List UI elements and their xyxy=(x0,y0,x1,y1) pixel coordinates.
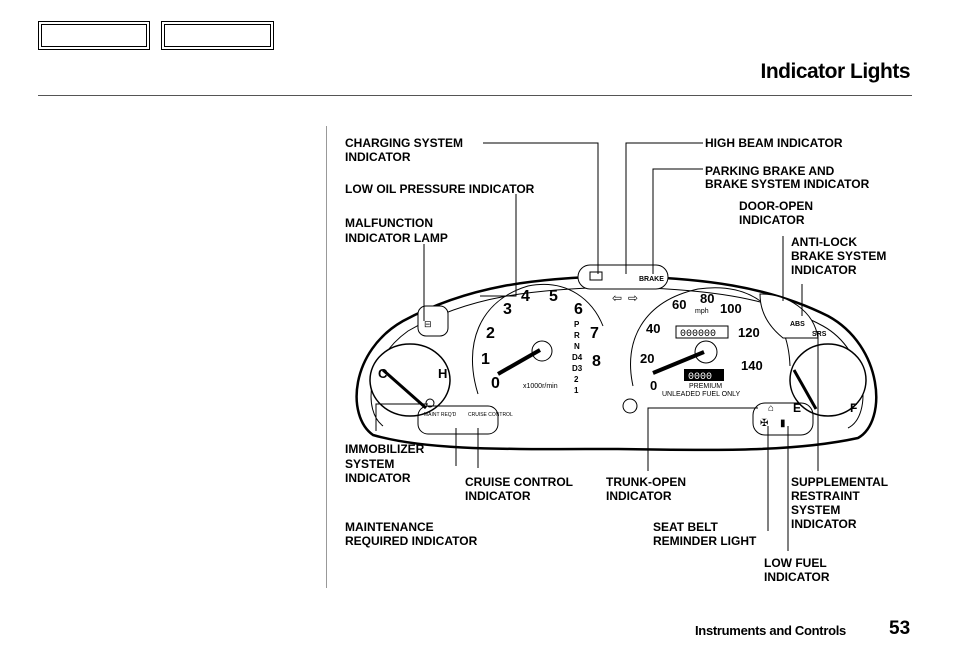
callout-maint-line2: REQUIRED INDICATOR xyxy=(345,534,478,548)
fuel-pump-icon: ▮ xyxy=(780,418,786,429)
cruise-icon-label: CRUISE CONTROL xyxy=(468,412,513,418)
callout-srs-line1: SUPPLEMENTAL xyxy=(791,475,888,489)
temperature-gauge: C H xyxy=(369,343,451,417)
srs-icon-label: SRS xyxy=(812,331,827,338)
speed-20: 20 xyxy=(640,351,654,366)
column-divider xyxy=(326,126,327,588)
tach-7: 7 xyxy=(590,325,599,342)
tachometer: 0 1 2 3 4 5 6 7 8 x1000r/min xyxy=(471,284,604,395)
callout-abs-line1: ANTI-LOCK xyxy=(791,235,857,249)
callout-door-line2: INDICATOR xyxy=(739,213,805,227)
callout-cruise-line1: CRUISE CONTROL xyxy=(465,475,573,489)
callout-fuel-line1: LOW FUEL xyxy=(764,556,827,570)
callout-trunk-line2: INDICATOR xyxy=(606,489,672,503)
maint-icon-label: MAINT REQ'D xyxy=(424,412,457,418)
speedometer: 0 20 40 60 80 100 120 140 mph 000000 000… xyxy=(630,287,791,398)
callout-malfunction-line1: MALFUNCTION xyxy=(345,216,433,230)
callout-door-line1: DOOR-OPEN xyxy=(739,199,813,213)
trunk-open-icon: ⌂ xyxy=(768,403,774,414)
callout-abs-line2: BRAKE SYSTEM xyxy=(791,249,886,263)
callout-trunk-line1: TRUNK-OPEN xyxy=(606,475,686,489)
gear-r: R xyxy=(574,331,580,340)
callout-malfunction-line2: INDICATOR LAMP xyxy=(345,231,448,245)
tach-8: 8 xyxy=(592,353,601,370)
temp-h-label: H xyxy=(438,366,447,381)
check-engine-icon: ⊟ xyxy=(424,319,432,329)
callout-high-beam: HIGH BEAM INDICATOR xyxy=(705,136,843,150)
odometer: 000000 xyxy=(680,329,716,340)
tach-5: 5 xyxy=(549,288,558,305)
page-title: Indicator Lights xyxy=(760,60,911,83)
callout-abs-line3: INDICATOR xyxy=(791,263,857,277)
tach-4: 4 xyxy=(521,288,530,305)
tach-unit: x1000r/min xyxy=(523,383,558,390)
fuel-e-label: E xyxy=(793,401,801,415)
callout-parking-line1: PARKING BRAKE AND xyxy=(705,164,835,178)
turn-right-icon: ⇨ xyxy=(628,291,638,305)
gear-d3: D3 xyxy=(572,364,583,373)
fuel-gauge: E F xyxy=(789,343,867,417)
speed-0: 0 xyxy=(650,378,657,393)
fuel-note-2: UNLEADED FUEL ONLY xyxy=(662,391,741,398)
gear-1: 1 xyxy=(574,386,579,395)
seat-belt-icon: ✠ xyxy=(760,418,768,429)
tach-3: 3 xyxy=(503,301,512,318)
tach-1: 1 xyxy=(481,351,490,368)
title-divider xyxy=(38,95,912,96)
temp-c-label: C xyxy=(378,366,388,381)
immobilizer-icon xyxy=(425,398,435,408)
callout-immobilizer-line3: INDICATOR xyxy=(345,471,411,485)
gear-indicator: P R N D4 D3 2 1 xyxy=(572,320,583,395)
gear-d4: D4 xyxy=(572,353,583,362)
callout-parking-line2: BRAKE SYSTEM INDICATOR xyxy=(705,177,870,191)
fuel-note-1: PREMIUM xyxy=(689,383,722,390)
callout-charging-line2: INDICATOR xyxy=(345,150,411,164)
speed-140: 140 xyxy=(741,358,763,373)
footer-section-title: Instruments and Controls xyxy=(695,623,846,638)
page-number: 53 xyxy=(889,618,911,639)
callout-seatbelt-line2: REMINDER LIGHT xyxy=(653,534,757,548)
speed-100: 100 xyxy=(720,301,742,316)
speed-40: 40 xyxy=(646,321,660,336)
callout-low-oil: LOW OIL PRESSURE INDICATOR xyxy=(345,182,535,196)
gear-n: N xyxy=(574,342,580,351)
speed-60: 60 xyxy=(672,297,686,312)
gear-p: P xyxy=(574,320,580,329)
callout-srs-line2: RESTRAINT xyxy=(791,489,860,503)
callout-immobilizer-line2: SYSTEM xyxy=(345,457,394,471)
instrument-cluster-diagram: C H E F 0 1 2 3 4 5 6 7 8 x1000r/min P R… xyxy=(345,136,888,584)
top-indicator-panel: BRAKE ⇦ ⇨ xyxy=(577,264,669,305)
trip-meter: 0000 xyxy=(688,372,712,383)
callout-fuel-line2: INDICATOR xyxy=(764,570,830,584)
speed-120: 120 xyxy=(738,325,760,340)
callout-charging-line1: CHARGING SYSTEM xyxy=(345,136,463,150)
nav-button-1[interactable] xyxy=(38,21,150,50)
battery-icon xyxy=(589,271,603,281)
brake-icon-label: BRAKE xyxy=(639,276,664,283)
callout-immobilizer-line1: IMMOBILIZER xyxy=(345,442,425,456)
callout-maint-line1: MAINTENANCE xyxy=(345,520,434,534)
gear-2: 2 xyxy=(574,375,579,384)
fuel-f-label: F xyxy=(850,401,857,415)
callout-leaders xyxy=(375,142,819,551)
tach-2: 2 xyxy=(486,325,495,342)
bottom-indicator-panel: MAINT REQ'D CRUISE CONTROL ✠ ▮ ⌂ xyxy=(417,398,814,436)
turn-left-icon: ⇦ xyxy=(612,291,622,305)
abs-icon-label: ABS xyxy=(790,321,805,328)
tach-6: 6 xyxy=(574,301,583,318)
speed-unit: mph xyxy=(695,308,709,315)
callout-srs-line4: INDICATOR xyxy=(791,517,857,531)
left-indicator-panel: ⊟ xyxy=(417,305,449,337)
callout-cruise-line2: INDICATOR xyxy=(465,489,531,503)
tach-0: 0 xyxy=(491,375,500,392)
callout-srs-line3: SYSTEM xyxy=(791,503,840,517)
speed-80: 80 xyxy=(700,291,714,306)
nav-button-2[interactable] xyxy=(161,21,274,50)
callout-seatbelt-line1: SEAT BELT xyxy=(653,520,719,534)
callout-labels: CHARGING SYSTEM INDICATOR LOW OIL PRESSU… xyxy=(345,136,888,584)
